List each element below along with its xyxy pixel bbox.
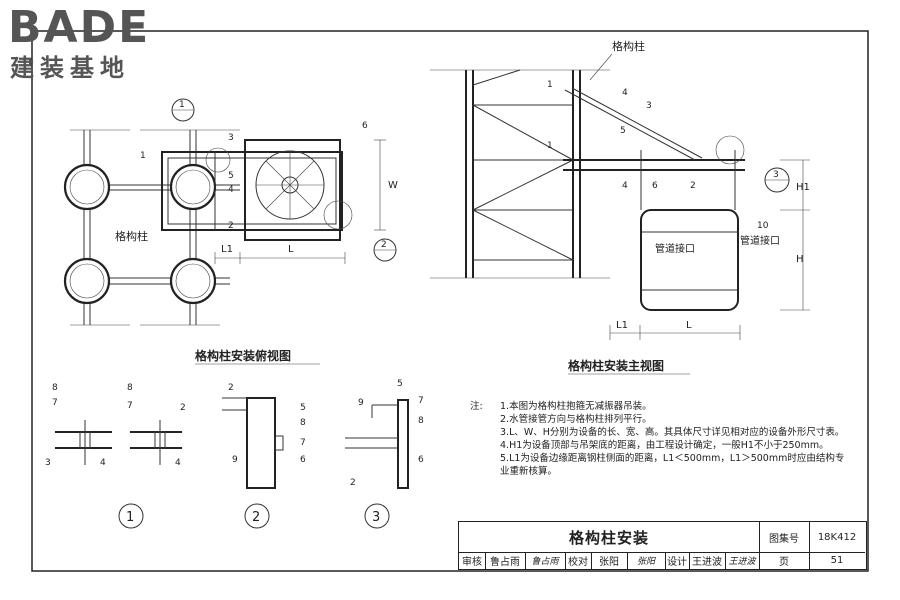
plan-part: 4 <box>228 185 234 195</box>
note-item: 4.H1为设备顶部与吊架底的距离，由工程设计确定，一般H1不小于250mm。 <box>500 440 829 451</box>
detail-part: 6 <box>300 455 306 465</box>
front-part: 3 <box>646 101 652 111</box>
front-dim-h: H <box>796 254 804 265</box>
detail-part: 9 <box>232 455 238 465</box>
detail-number-circle-3: 3 <box>364 503 390 529</box>
front-part: 10 <box>757 221 769 231</box>
detail-part: 7 <box>127 401 133 411</box>
column-pipe <box>169 257 217 305</box>
front-part: 1 <box>547 80 553 90</box>
checker-signature: 张阳 <box>627 552 666 569</box>
column-pipe <box>63 163 111 211</box>
front-column-label: 格构柱 <box>612 39 645 53</box>
detail-2: 2 5 8 7 9 6 <box>222 383 306 489</box>
designer-signature: 王进波 <box>725 552 760 569</box>
logo-subtitle: 建装基地 <box>10 54 130 82</box>
detail-part: 8 <box>300 418 306 428</box>
detail-number: 2 <box>252 510 260 525</box>
column-pipe <box>63 257 111 305</box>
checker: 张阳 <box>591 552 628 569</box>
detail-number: 1 <box>126 510 134 525</box>
note-item: 5.L1为设备边缘距离钢柱侧面的距离，L1＜500mm，L1＞500mm时应由结… <box>500 453 845 477</box>
logo: BADE 建装基地 <box>8 2 150 82</box>
front-callout-3: 3 <box>773 170 779 180</box>
detail-number-circle-2: 2 <box>244 503 270 529</box>
detail-part: 2 <box>350 478 356 488</box>
plan-dim-w: W <box>388 180 398 191</box>
detail-part: 9 <box>358 398 364 408</box>
detail-part: 7 <box>300 438 306 448</box>
plan-part: 1 <box>140 151 146 161</box>
detail-part: 8 <box>52 383 58 393</box>
logo-brand: BADE <box>8 2 150 53</box>
detail-number-circle-1: 1 <box>118 503 144 529</box>
detail-part: 8 <box>127 383 133 393</box>
front-part: 4 <box>622 181 628 191</box>
notes: 注: 1.本图为格构柱抱箍无减振器吊装。 2.水管接管方向与格构柱排列平行。 3… <box>470 400 850 478</box>
reviewer-signature: 鲁占雨 <box>525 552 566 569</box>
detail-1a: 8 7 3 4 <box>45 383 112 468</box>
sheet-frame <box>31 30 869 572</box>
detail-number: 3 <box>372 510 380 525</box>
front-part: 4 <box>622 88 628 98</box>
designer: 王进波 <box>689 552 726 569</box>
column-pipe <box>169 163 217 211</box>
page-no: 51 <box>830 555 844 566</box>
plan-part: 5 <box>228 171 234 181</box>
plan-part: 6 <box>362 121 368 131</box>
detail-part: 2 <box>180 403 186 413</box>
front-part: 5 <box>620 126 626 136</box>
atlas-no: 18K412 <box>809 522 865 553</box>
note-item: 2.水管接管方向与格构柱排列平行。 <box>500 414 652 425</box>
atlas-label: 图集号 <box>759 522 810 553</box>
review-label: 审核 <box>459 552 486 569</box>
detail-part: 5 <box>397 379 403 389</box>
detail-part: 5 <box>300 403 306 413</box>
detail-part: 3 <box>45 458 51 468</box>
detail-part: 6 <box>418 455 424 465</box>
front-dim-l: L <box>686 320 692 331</box>
drawing-title: 格构柱安装 <box>459 522 760 553</box>
front-view-title: 格构柱安装主视图 <box>568 358 664 373</box>
plan-dim-l: L <box>288 244 294 255</box>
detail-1b: 8 7 2 4 <box>127 383 186 468</box>
check-label: 校对 <box>565 552 592 569</box>
front-part: 1 <box>547 141 553 151</box>
detail-part: 2 <box>228 383 234 393</box>
plan-callout-2: 2 <box>381 240 387 250</box>
plan-part: 3 <box>228 133 234 143</box>
note-item: 1.本图为格构柱抱箍无减振器吊装。 <box>500 401 652 412</box>
detail-part: 7 <box>52 398 58 408</box>
front-view: H1 H L1 L 格构柱 管道接口 管道接口 3 1 4 3 5 1 4 6 … <box>430 39 810 375</box>
detail-part: 4 <box>100 458 106 468</box>
detail-part: 4 <box>175 458 181 468</box>
notes-lead: 注: <box>470 401 483 412</box>
design-label: 设计 <box>665 552 690 569</box>
note-item: 3.L、W、H分别为设备的长、宽、高。其具体尺寸详见相对应的设备外形尺寸表。 <box>500 427 845 438</box>
detail-part: 8 <box>418 416 424 426</box>
detail-3: 9 5 7 8 6 2 <box>345 379 424 489</box>
front-pipe-port-right: 管道接口 <box>740 234 780 247</box>
title-block: 格构柱安装 图集号 18K412 审核 鲁占雨 鲁占雨 校对 张阳 张阳 设计 … <box>458 521 867 570</box>
plan-part: 2 <box>228 221 234 231</box>
front-dim-l1: L1 <box>616 320 628 331</box>
page-label: 页 <box>759 552 810 569</box>
reviewer: 鲁占雨 <box>485 552 526 569</box>
front-part: 6 <box>652 181 658 191</box>
plan-callout-1: 1 <box>179 100 185 110</box>
front-pipe-port-left: 管道接口 <box>655 242 695 255</box>
detail-part: 7 <box>418 396 424 406</box>
front-part: 2 <box>690 181 696 191</box>
front-dim-h1: H1 <box>796 182 810 193</box>
plan-view-title: 格构柱安装俯视图 <box>195 348 291 363</box>
plan-view: L1 L W 格构柱 1 2 1 2 3 4 5 6 格构柱安装俯视图 <box>63 98 398 365</box>
plan-column-label: 格构柱 <box>115 229 148 243</box>
plan-dim-l1: L1 <box>221 244 233 255</box>
